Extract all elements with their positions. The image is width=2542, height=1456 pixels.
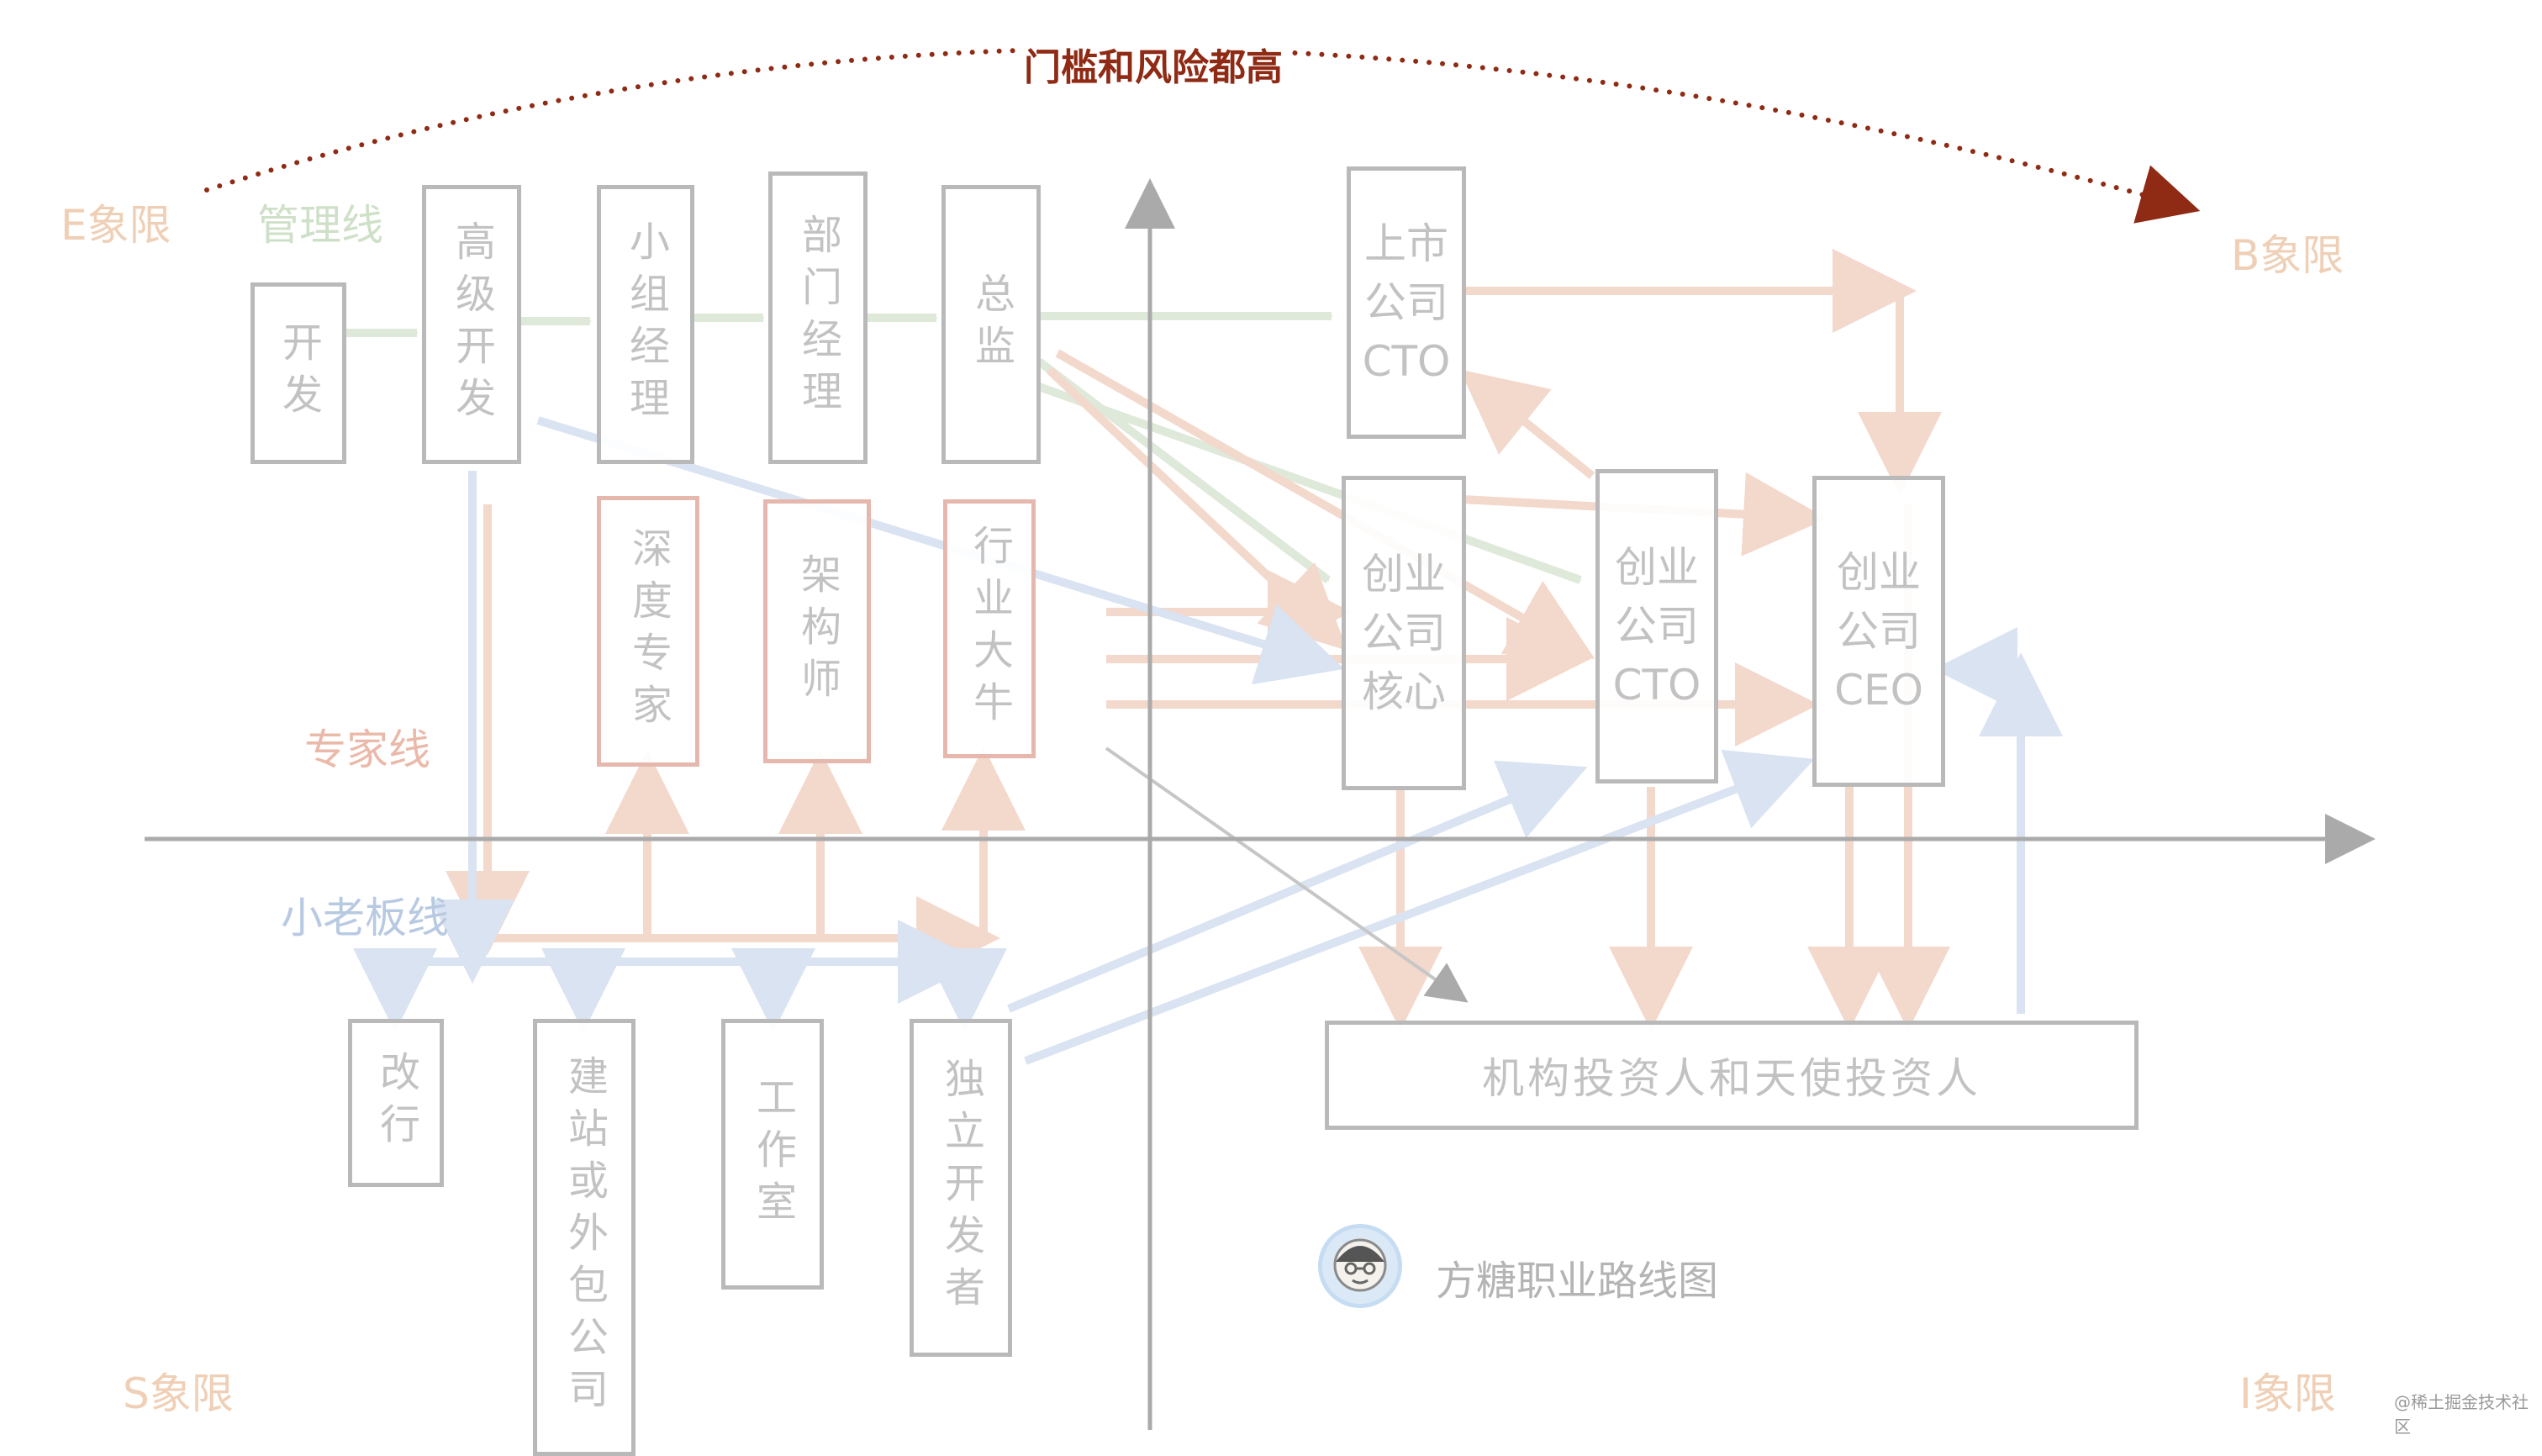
avatar-face-icon bbox=[1333, 1238, 1387, 1292]
node-startup-ceo-label: 创业 公司 CEO bbox=[1834, 548, 1923, 715]
node-startup-ceo: 创业 公司 CEO bbox=[1812, 476, 1945, 787]
node-startup-cto-label: 创业 公司 CTO bbox=[1612, 543, 1701, 710]
node-director-label: 总监 bbox=[968, 272, 1015, 377]
node-investors: 机构投资人和天使投资人 bbox=[1325, 1021, 2139, 1130]
node-startup-core: 创业 公司 核心 bbox=[1342, 476, 1466, 790]
node-architect-label: 架构师 bbox=[794, 553, 841, 710]
quadrant-b-label: B象限 bbox=[2231, 231, 2344, 280]
node-startup-cto: 创业 公司 CTO bbox=[1595, 469, 1718, 783]
node-website-outsourcing-label: 建站或外包公司 bbox=[561, 1055, 608, 1420]
node-dev-label: 开发 bbox=[275, 321, 322, 425]
headline: 门槛和风险都高 bbox=[1015, 37, 1291, 91]
node-senior-dev-label: 高级开发 bbox=[448, 220, 495, 429]
node-team-manager: 小组经理 bbox=[597, 185, 694, 464]
node-deep-expert: 深度专家 bbox=[597, 496, 699, 767]
node-indie-dev: 独立开发者 bbox=[910, 1019, 1012, 1357]
node-indie-dev-label: 独立开发者 bbox=[937, 1058, 984, 1318]
management-flow-arrows bbox=[346, 312, 1582, 584]
node-dept-manager-label: 部门经理 bbox=[794, 214, 841, 422]
node-senior-dev: 高级开发 bbox=[422, 185, 521, 464]
quadrant-s-label: S象限 bbox=[123, 1369, 234, 1418]
node-listed-cto: 上市 公司 CTO bbox=[1347, 166, 1466, 439]
boss-flow-arrows bbox=[353, 416, 2063, 1065]
node-website-outsourcing: 建站或外包公司 bbox=[533, 1019, 636, 1456]
expert-flow-arrows bbox=[446, 249, 1950, 1031]
quadrant-i-label: I象限 bbox=[2239, 1369, 2336, 1418]
brand-name: 方糖职业路线图 bbox=[1436, 1258, 1719, 1305]
avatar-icon bbox=[1318, 1224, 1402, 1308]
node-architect: 架构师 bbox=[763, 499, 871, 763]
watermark: @稀土掘金技术社区 bbox=[2394, 1392, 2529, 1437]
boss-lane-label: 小老板线 bbox=[281, 894, 449, 942]
node-studio-label: 工作室 bbox=[749, 1076, 796, 1232]
node-career-change-label: 改行 bbox=[372, 1051, 419, 1155]
node-listed-cto-label: 上市 公司 CTO bbox=[1362, 219, 1451, 386]
node-studio: 工作室 bbox=[721, 1019, 824, 1290]
node-team-manager-label: 小组经理 bbox=[622, 220, 669, 429]
quadrant-e-label: E象限 bbox=[61, 201, 171, 250]
node-startup-core-label: 创业 公司 核心 bbox=[1362, 550, 1446, 716]
expert-lane-label: 专家线 bbox=[304, 725, 430, 774]
node-career-change: 改行 bbox=[348, 1019, 444, 1187]
node-director: 总监 bbox=[941, 185, 1041, 464]
node-investors-label: 机构投资人和天使投资人 bbox=[1482, 1054, 1981, 1103]
node-industry-star: 行业大牛 bbox=[943, 499, 1036, 758]
node-dept-manager: 部门经理 bbox=[768, 171, 868, 464]
node-deep-expert-label: 深度专家 bbox=[625, 527, 672, 736]
management-lane-label: 管理线 bbox=[257, 201, 383, 250]
node-dev: 开发 bbox=[251, 282, 346, 464]
node-industry-star-label: 行业大牛 bbox=[966, 525, 1013, 733]
